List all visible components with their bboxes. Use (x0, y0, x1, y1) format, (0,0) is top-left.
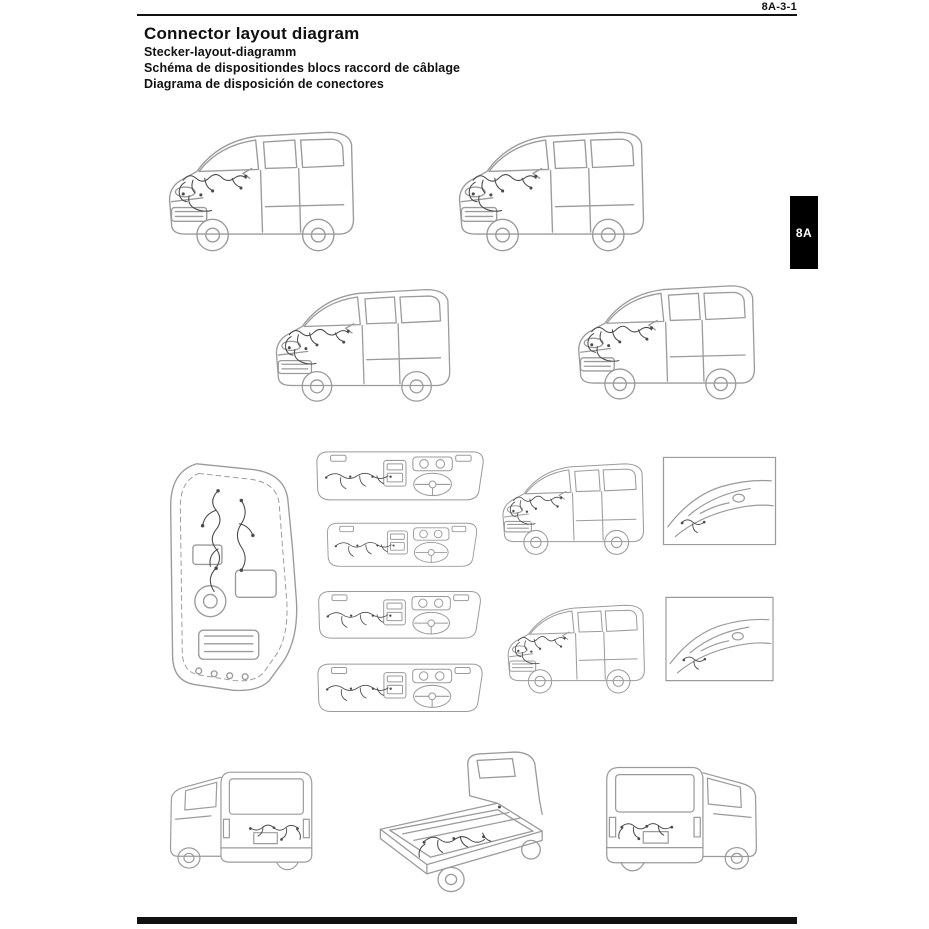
van-front-quarter-top-left-illustration (150, 110, 375, 270)
van-front-quarter-mid-left-illustration (258, 265, 470, 423)
top-rule (137, 14, 797, 16)
van-cabin-harness-upper-illustration (488, 444, 660, 572)
dashboard-harness-1-illustration (310, 440, 490, 510)
van-rear-quarter-left-illustration (152, 734, 337, 902)
bottom-rule (137, 917, 797, 924)
section-tab: 8A (790, 196, 818, 269)
van-cabin-harness-lower-illustration (492, 590, 662, 706)
dashboard-harness-2-illustration (312, 514, 492, 574)
front-corner-detail-lower-illustration (662, 596, 777, 682)
subtitle-spanish: Diagrama de disposición de conectores (144, 77, 384, 91)
page-number: 8A-3-1 (761, 1, 797, 13)
page-title: Connector layout diagram (144, 24, 360, 43)
van-rear-quarter-right-illustration (580, 728, 776, 904)
front-corner-detail-upper-illustration (662, 456, 777, 546)
dashboard-harness-4-illustration (310, 654, 490, 720)
van-front-quarter-top-right-illustration (440, 110, 665, 270)
dashboard-harness-3-illustration (312, 580, 487, 648)
subtitle-french: Schéma de dispositiondes blocs raccord d… (144, 61, 461, 75)
engine-compartment-illustration (160, 452, 310, 702)
flatbed-truck-illustration (354, 740, 576, 912)
diagram-area (137, 96, 797, 911)
subtitle-german: Stecker-layout-diagramm (144, 45, 297, 59)
van-front-quarter-mid-right-illustration (560, 262, 775, 420)
